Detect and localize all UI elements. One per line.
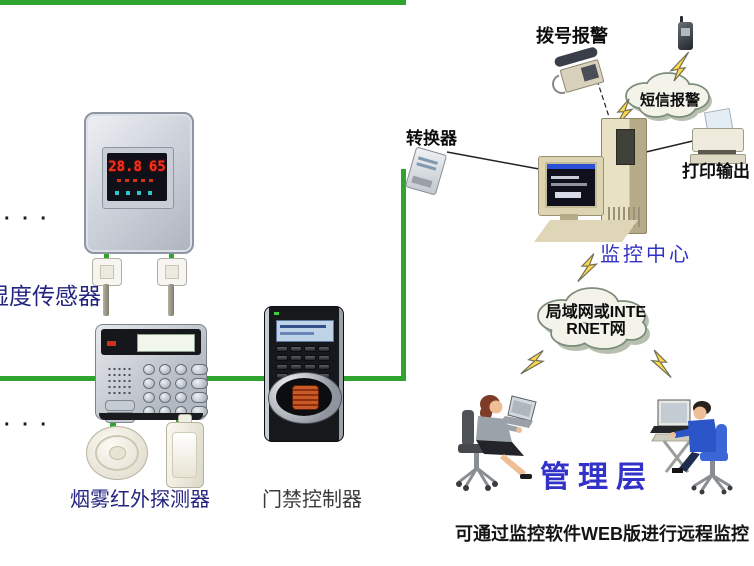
access-controller-lcd — [276, 320, 334, 342]
alarm-panel-foot — [99, 413, 203, 420]
printer-icon — [690, 107, 746, 164]
keypad-key — [276, 346, 288, 352]
print-output-label: 打印输出 — [682, 162, 750, 181]
mobile-body — [678, 22, 693, 50]
desktop-computer-icon — [538, 156, 604, 216]
sensor-screen: 28.8 65 — [107, 153, 167, 201]
sensor-display: 28.8 65 — [102, 147, 174, 209]
keypad-key — [304, 346, 316, 352]
converter-to-pc-line — [446, 151, 540, 170]
keypad-key — [175, 392, 187, 403]
management-label: 管理层 — [540, 461, 654, 494]
pir-detector-icon — [166, 414, 204, 488]
pc-to-printer-line — [645, 139, 698, 153]
keypad-key — [191, 364, 208, 375]
printer-tray — [690, 154, 746, 164]
smoke-detector-core — [109, 446, 126, 460]
fingerprint-access-controller-icon — [264, 306, 344, 442]
sensor-probe-stem — [168, 284, 174, 316]
sensor-probe-icon — [157, 258, 187, 286]
keypad-key — [143, 378, 155, 389]
female-operator-icon — [456, 395, 537, 491]
sensor-probe-stem — [103, 284, 109, 316]
mobile-screen — [681, 28, 690, 36]
sensor-right-reading: 65 — [148, 159, 166, 175]
green-bus-line-vertical — [401, 169, 406, 381]
continuation-dots: · · · — [4, 414, 51, 436]
monitoring-center-label: 监控中心 — [600, 244, 692, 266]
smoke-ir-detector-label: 烟雾红外探测器 — [70, 489, 210, 511]
tower-drive-bay — [616, 129, 635, 165]
male-operator-icon — [650, 399, 733, 495]
keypad-key — [318, 355, 330, 361]
keypad-key — [191, 392, 208, 403]
keypad-key — [143, 392, 155, 403]
alarm-led — [107, 341, 116, 346]
sms-cloud-icon — [625, 72, 712, 121]
alarm-keypad-icon — [95, 324, 208, 423]
sensor-subdisplay — [117, 179, 157, 182]
keypad-key — [175, 364, 187, 375]
network-cloud-label: 局域网或INTERNET网 — [545, 304, 647, 338]
keypad-key — [318, 364, 330, 370]
screen-text-line — [555, 192, 581, 198]
keypad-key — [159, 378, 171, 389]
keypad-key — [318, 346, 330, 352]
screen-text-line — [551, 183, 587, 186]
converter-body — [404, 146, 448, 196]
sensor-buttons — [115, 191, 159, 195]
keypad-key — [276, 355, 288, 361]
phone-antenna — [680, 16, 683, 24]
screen-text-line — [551, 176, 579, 179]
speaker-grille — [107, 366, 133, 396]
telephone-icon — [548, 46, 608, 98]
keyboard-icon — [534, 220, 638, 242]
keypad-key — [304, 355, 316, 361]
keypad-key — [290, 346, 302, 352]
lightning-bolt-icon — [649, 347, 672, 381]
lightning-bolt-icon — [577, 251, 599, 285]
screen-titlebar — [547, 164, 595, 169]
access-controller-label: 门禁控制器 — [262, 489, 362, 511]
keypad-key — [175, 378, 187, 389]
pir-lens — [172, 432, 197, 478]
printer-slot — [698, 150, 736, 154]
access-controller-led — [274, 312, 279, 315]
converter-label: 转换器 — [406, 129, 457, 148]
footnote-label: 可通过监控软件WEB版进行远程监控 — [455, 524, 749, 544]
continuation-dots: · · · — [4, 208, 51, 230]
keypad-key — [304, 364, 316, 370]
alarm-lcd — [137, 334, 195, 352]
keypad-key — [159, 364, 171, 375]
keypad-key — [159, 392, 171, 403]
humidity-sensor-label: 湿度传感器 — [0, 283, 101, 309]
sensor-left-reading: 28.8 — [108, 159, 142, 175]
lightning-bolt-icon — [520, 345, 548, 381]
converter-detail — [411, 175, 433, 188]
printer-body — [692, 128, 744, 152]
keypad-key — [191, 378, 208, 389]
monitor-screen — [545, 162, 597, 208]
keypad-key — [290, 364, 302, 370]
keypad — [143, 364, 208, 417]
monitor-stand — [560, 214, 578, 220]
converter-icon — [404, 146, 448, 198]
panel-function-button — [105, 400, 135, 411]
smoke-detector-icon — [86, 426, 148, 480]
sms-alarm-label: 短信报警 — [639, 92, 700, 109]
dial-alarm-label: 拨号报警 — [536, 26, 608, 46]
tower-case-icon — [601, 118, 647, 234]
fingerprint-window — [292, 385, 319, 410]
alarm-panel-display-band — [101, 329, 201, 355]
keypad-key — [143, 364, 155, 375]
detector-wire — [110, 418, 116, 432]
mobile-phone-icon — [678, 16, 694, 50]
green-bus-line-top — [0, 0, 406, 5]
network-cloud-icon — [537, 287, 650, 354]
smoke-detector-ring — [95, 435, 139, 471]
keypad-key — [276, 364, 288, 370]
keypad-key — [290, 355, 302, 361]
